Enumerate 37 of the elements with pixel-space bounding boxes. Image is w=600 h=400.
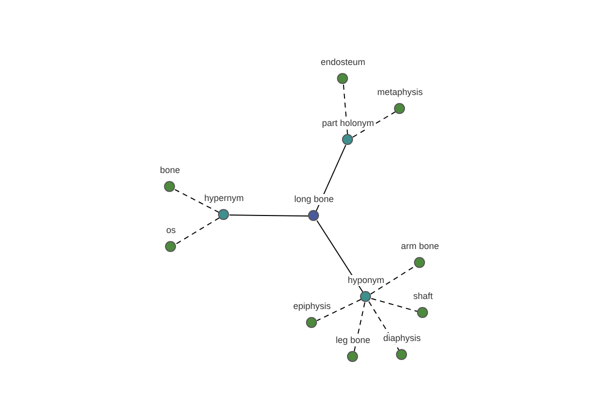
node-label: epiphysis <box>292 301 332 312</box>
node-label: os <box>165 225 177 236</box>
dashed-connector <box>175 217 220 245</box>
connector-line <box>229 214 309 216</box>
node-label: arm bone <box>400 241 440 252</box>
graph-node-circle <box>414 257 425 268</box>
node-label: leg bone <box>334 335 372 346</box>
node-label: part holonym <box>320 118 376 129</box>
dashed-connector <box>370 265 416 295</box>
dashed-connector <box>342 84 348 136</box>
graph-node-circle <box>218 209 229 220</box>
node-label: metaphysis <box>376 87 424 98</box>
graph-node-circle <box>165 241 176 252</box>
graph-node-circle <box>164 181 175 192</box>
connector-line <box>316 220 364 293</box>
dashed-connector <box>316 298 362 322</box>
dashed-connector <box>368 301 400 351</box>
graph-node-circle <box>417 307 428 318</box>
dashed-connector <box>370 298 418 312</box>
graph-node-circle <box>394 103 405 114</box>
node-label: shaft <box>412 291 434 302</box>
graph-node-circle <box>396 349 407 360</box>
graph-node-circle <box>337 73 348 84</box>
node-label: hypernym <box>203 193 245 204</box>
graph-node-circle <box>347 351 358 362</box>
dashed-connector <box>354 302 366 352</box>
graph-node-circle <box>306 317 317 328</box>
graph-node-circle <box>360 291 371 302</box>
graph-node-circle <box>342 134 353 145</box>
node-label: bone <box>158 165 182 176</box>
node-label: hyponym <box>346 275 386 286</box>
node-label: endosteum <box>320 57 366 68</box>
graph-node-circle <box>308 210 319 221</box>
dashed-connector <box>352 111 396 138</box>
dashed-connector <box>174 189 220 213</box>
node-label: diaphysis <box>382 333 422 344</box>
node-label: long bone <box>293 194 335 205</box>
